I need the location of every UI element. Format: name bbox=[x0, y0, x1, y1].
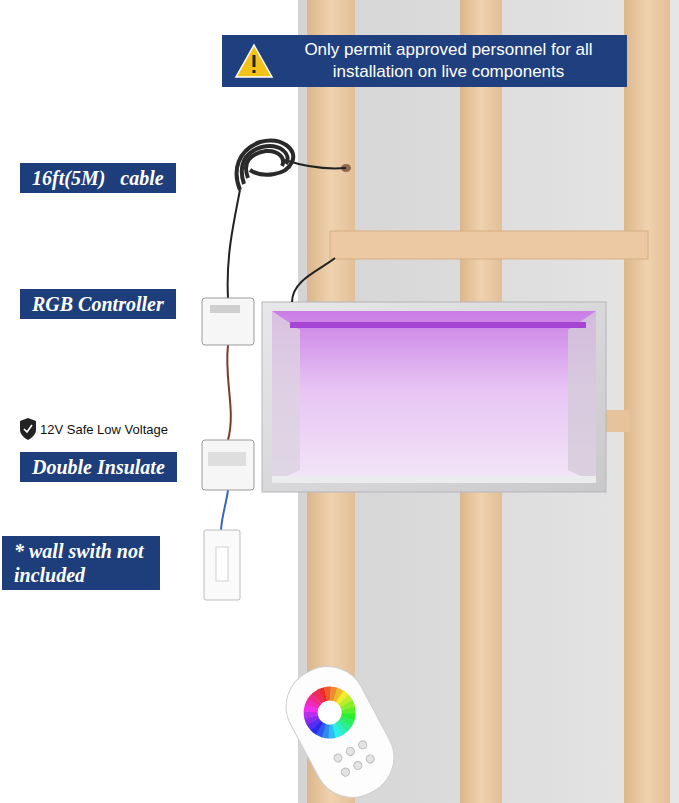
warning-mark bbox=[253, 55, 256, 67]
wire bbox=[221, 490, 228, 530]
warning-mark bbox=[253, 70, 256, 73]
wall-switch bbox=[204, 530, 240, 600]
voltage-note: 12V Safe Low Voltage bbox=[40, 422, 168, 437]
cable-tag: 16ft(5M) cable bbox=[20, 163, 176, 193]
shield-icon bbox=[20, 418, 36, 440]
remote-button bbox=[340, 767, 351, 778]
node-text: Only permit approved personnel for all i… bbox=[280, 39, 617, 83]
coil-loop bbox=[237, 141, 294, 190]
niche-frame bbox=[262, 302, 606, 492]
node-text: RGB Controller bbox=[32, 292, 164, 316]
warning-icon bbox=[234, 43, 274, 79]
niche-shelf bbox=[272, 476, 596, 483]
warning-triangle bbox=[236, 45, 272, 77]
cable-coil bbox=[237, 141, 294, 190]
insulate-tag: Double Insulate bbox=[20, 452, 177, 482]
wire bbox=[228, 190, 240, 298]
remote-button bbox=[357, 739, 368, 750]
niche-inner bbox=[272, 311, 596, 483]
shield-check bbox=[24, 425, 32, 432]
node-text: * wall swith not included bbox=[14, 539, 148, 587]
coil-loop bbox=[242, 146, 288, 184]
remote-button bbox=[365, 754, 376, 765]
niche-side bbox=[568, 311, 596, 483]
led-strip bbox=[290, 322, 586, 328]
wire bbox=[227, 345, 231, 440]
switch-rocker bbox=[216, 547, 228, 581]
switch-tag: * wall swith not included bbox=[2, 536, 160, 590]
controller-device bbox=[202, 298, 254, 345]
niche-side bbox=[272, 311, 300, 483]
device-label bbox=[208, 452, 246, 466]
node-text: 16ft(5M) cable bbox=[32, 166, 164, 190]
wood-stud bbox=[624, 0, 670, 803]
node-text: Double Insulate bbox=[32, 455, 165, 479]
remote-button bbox=[333, 753, 344, 764]
device-label bbox=[210, 305, 240, 313]
remote-body bbox=[273, 653, 407, 803]
controller-tag: RGB Controller bbox=[20, 289, 176, 319]
coil-loop bbox=[246, 151, 283, 178]
remote-button bbox=[345, 746, 356, 757]
power-supply bbox=[202, 440, 254, 490]
wheel-center bbox=[315, 698, 345, 728]
wood-blocking bbox=[330, 231, 648, 259]
wire bbox=[292, 258, 335, 302]
warning-banner: Only permit approved personnel for all i… bbox=[222, 35, 627, 87]
remote-control bbox=[273, 653, 407, 803]
remote-button bbox=[352, 760, 363, 771]
color-wheel bbox=[312, 689, 325, 705]
